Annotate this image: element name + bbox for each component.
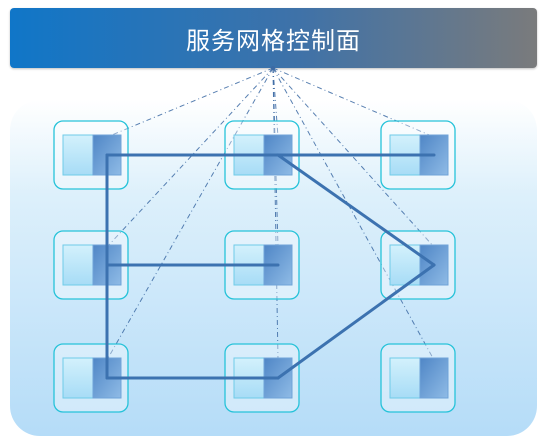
pod-r1c1: [53, 120, 129, 190]
service-container: [62, 357, 95, 399]
pod-r3c1: [53, 343, 129, 413]
service-nodes: [53, 120, 456, 413]
control-hub-point: [271, 66, 275, 70]
control-plane-connections: [106, 66, 435, 361]
service-links: [105, 153, 436, 380]
control-line-r2c3: [272, 67, 435, 248]
sidecar-proxy: [419, 357, 449, 399]
control-line-r3c3: [272, 67, 435, 361]
link-r1c2-r2c3: [276, 153, 436, 267]
service-container: [389, 357, 422, 399]
page-title: 服务网格控制面: [186, 26, 361, 55]
control-line-r3c2: [272, 67, 279, 361]
control-plane-banner: 服务网格控制面: [10, 8, 537, 68]
service-container: [62, 134, 95, 176]
control-line-r2c1: [106, 67, 274, 248]
link-r2c3-r3c2: [276, 263, 436, 380]
pod-r2c3: [380, 230, 456, 300]
service-container: [62, 244, 95, 286]
control-line-r3c1: [106, 67, 274, 361]
pod-r3c3: [380, 343, 456, 413]
control-line-r1c3: [272, 67, 435, 138]
